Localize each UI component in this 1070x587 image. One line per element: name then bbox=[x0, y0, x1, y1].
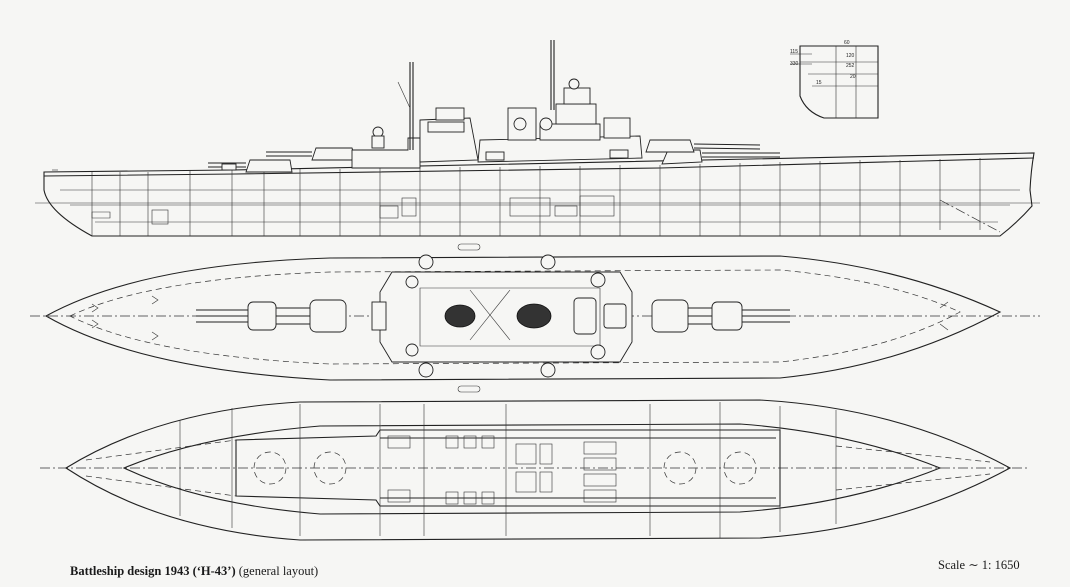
caption-title: Battleship design 1943 (‘H-43’) bbox=[70, 564, 236, 578]
svg-text:60: 60 bbox=[844, 40, 850, 46]
deck-fittings bbox=[91, 295, 949, 341]
side-elevation bbox=[35, 40, 1040, 237]
svg-text:115: 115 bbox=[790, 49, 798, 55]
funnel-fwd bbox=[516, 303, 552, 329]
svg-text:120: 120 bbox=[846, 53, 855, 59]
secondary-mounts bbox=[371, 254, 627, 378]
svg-text:252: 252 bbox=[846, 63, 855, 69]
caption-subtitle: (general layout) bbox=[238, 564, 319, 578]
armour-plan bbox=[40, 399, 1030, 541]
turret-x bbox=[311, 147, 357, 161]
svg-text:330: 330 bbox=[790, 61, 799, 67]
figure-caption: Battleship design 1943 (‘H-43’) (general… bbox=[70, 564, 318, 579]
deck-plan bbox=[30, 243, 1040, 393]
armour-section-inset: 60 115 330 120 252 20 15 bbox=[790, 40, 879, 119]
svg-text:15: 15 bbox=[816, 80, 822, 86]
svg-text:20: 20 bbox=[850, 74, 856, 80]
turret-b bbox=[645, 139, 695, 153]
turret-y bbox=[245, 159, 293, 173]
scale-label: Scale ∼ 1: 1650 bbox=[938, 558, 1020, 572]
machinery-rooms bbox=[387, 435, 617, 505]
plan-turrets bbox=[196, 299, 790, 333]
funnel-aft bbox=[444, 304, 476, 328]
